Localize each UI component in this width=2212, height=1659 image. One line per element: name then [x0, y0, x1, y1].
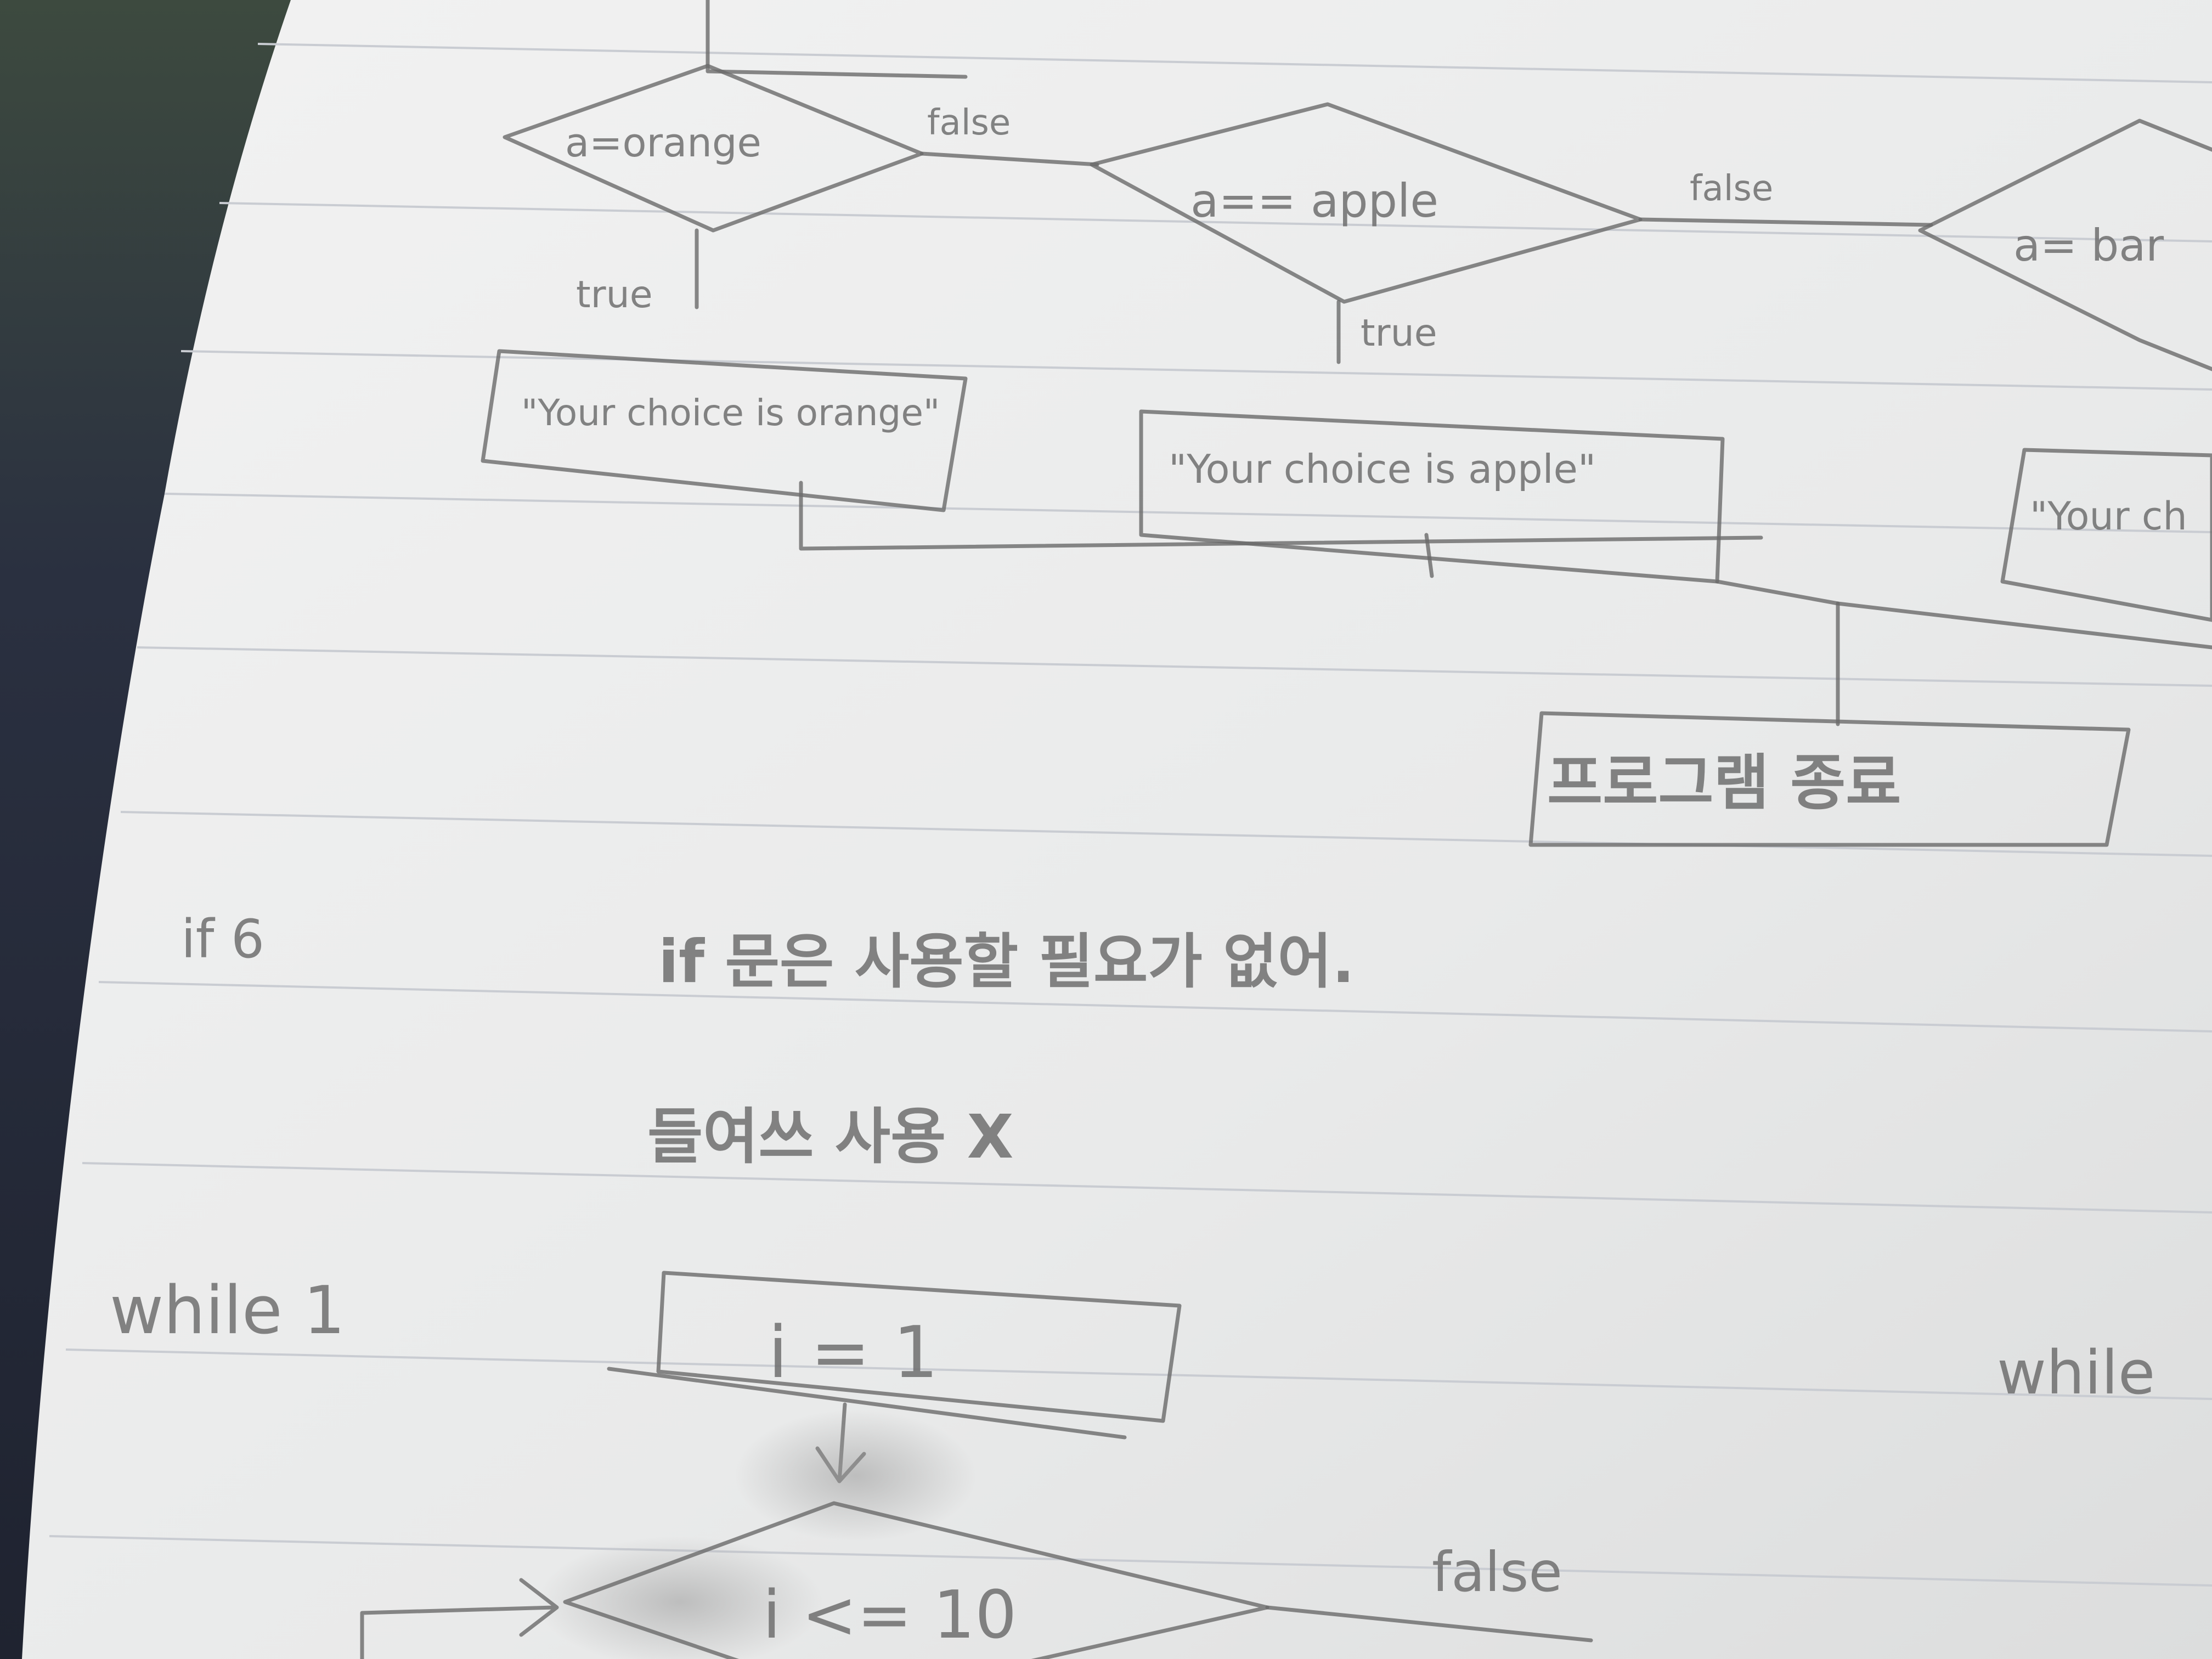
- output-3-text: "Your ch: [2030, 494, 2187, 539]
- paper-sheet: [22, 0, 2212, 1659]
- decision-1-false-label: false: [927, 103, 1011, 143]
- loop-arrow-icon: [360, 1578, 559, 1659]
- flowchart-bottom: while 1 while i = 1 i <= 10 false: [110, 1271, 2155, 1659]
- output-1-text: "Your choice is orange": [521, 392, 940, 434]
- decision-3-condition: a= bar: [2013, 220, 2164, 271]
- notes-label: if 6: [181, 909, 264, 970]
- decision-2-false-label: false: [1690, 168, 1773, 209]
- eraser-smudge: [735, 1410, 977, 1542]
- init-box-text: i = 1: [768, 1311, 938, 1394]
- output-2-text: "Your choice is apple": [1169, 446, 1596, 492]
- end-box: [1528, 711, 2131, 847]
- notes-line-2: 들여쓰 사용 X: [647, 1102, 1013, 1172]
- decision-2-condition: a== apple: [1190, 174, 1438, 228]
- notes-line-1: if 문은 사용할 필요가 없어.: [658, 928, 1355, 996]
- decision-1-condition: a=orange: [565, 120, 761, 166]
- decision-1-true-label: true: [576, 273, 653, 317]
- output-box-3: [2000, 448, 2212, 622]
- end-box-text: 프로그램 종료: [1547, 748, 1901, 818]
- eraser-smudge: [538, 1536, 823, 1659]
- decision-2-true-label: true: [1361, 312, 1437, 355]
- init-box-underline: [607, 1367, 1127, 1440]
- condition-false-label: false: [1432, 1540, 1562, 1604]
- flowchart-top: a=orange false true a== apple false true…: [481, 0, 2212, 847]
- while-label-right: while: [1997, 1338, 2155, 1408]
- connector-line: [919, 151, 1099, 167]
- merge-line: [799, 481, 1763, 551]
- init-box: [656, 1271, 1182, 1423]
- connector-line: [706, 0, 968, 79]
- output-box-1: [481, 349, 968, 512]
- decision-diamond-3: [1918, 119, 2212, 371]
- connector-line: [1638, 217, 1933, 227]
- while-label-left: while 1: [110, 1273, 345, 1349]
- merge-line: [1424, 533, 1434, 578]
- notes-section: if 6 if 문은 사용할 필요가 없어. 들여쓰 사용 X: [181, 909, 1355, 1172]
- ruled-lines: [49, 43, 2212, 1587]
- condition-text: i <= 10: [763, 1577, 1017, 1654]
- connector-line: [1265, 1605, 1593, 1643]
